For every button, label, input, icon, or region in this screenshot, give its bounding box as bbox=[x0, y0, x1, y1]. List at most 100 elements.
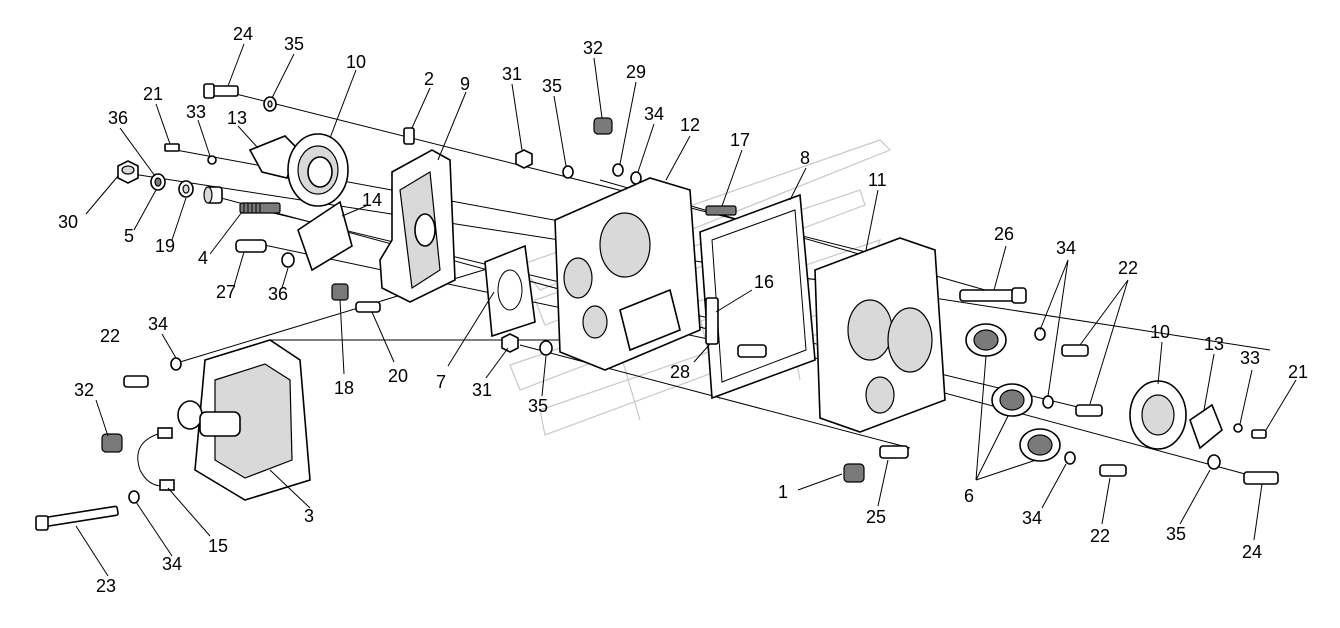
pipe-15 bbox=[137, 427, 175, 491]
label-26: 26 bbox=[994, 224, 1014, 244]
label-30: 30 bbox=[58, 212, 78, 232]
label-33-left: 33 bbox=[186, 102, 206, 122]
label-32-top: 32 bbox=[583, 38, 603, 58]
housing-9 bbox=[379, 149, 456, 303]
label-11: 11 bbox=[868, 170, 887, 190]
gasket-7 bbox=[484, 244, 536, 338]
label-27: 27 bbox=[216, 282, 236, 302]
label-35-mid: 35 bbox=[542, 76, 562, 96]
label-35-top: 35 bbox=[284, 34, 304, 54]
washer-34-left bbox=[170, 357, 182, 371]
housing-11 bbox=[814, 237, 946, 433]
washer-35-bottom bbox=[539, 340, 553, 356]
label-28: 28 bbox=[670, 362, 690, 382]
bolt-26 bbox=[959, 287, 1027, 304]
label-1: 1 bbox=[778, 482, 788, 502]
label-31-top: 31 bbox=[502, 64, 522, 84]
label-34-right-top: 34 bbox=[1056, 238, 1076, 258]
washer-33-right bbox=[1233, 423, 1243, 433]
label-23: 23 bbox=[96, 576, 116, 596]
label-8: 8 bbox=[800, 148, 810, 168]
washer-19 bbox=[178, 180, 194, 198]
label-19: 19 bbox=[155, 236, 175, 256]
label-32-left: 32 bbox=[74, 380, 94, 400]
label-22-right-top: 22 bbox=[1118, 258, 1138, 278]
label-10-left: 10 bbox=[346, 52, 366, 72]
label-25: 25 bbox=[866, 507, 886, 527]
pump-assembly-3 bbox=[177, 339, 311, 501]
bolt-25 bbox=[879, 445, 909, 459]
washer-36-b bbox=[281, 252, 295, 268]
plug-1 bbox=[843, 463, 865, 483]
label-18: 18 bbox=[334, 378, 354, 398]
washer-5 bbox=[150, 173, 166, 191]
label-20: 20 bbox=[388, 366, 408, 386]
pin-27 bbox=[235, 239, 267, 253]
washer-29 bbox=[612, 163, 624, 177]
label-34-bottom-left: 34 bbox=[162, 554, 182, 574]
label-10-right: 10 bbox=[1150, 322, 1170, 342]
label-24-top: 24 bbox=[233, 24, 253, 44]
label-12: 12 bbox=[680, 115, 700, 135]
label-22-left: 22 bbox=[100, 326, 120, 346]
bolts-22-right bbox=[1061, 344, 1127, 477]
housing-12 bbox=[554, 177, 701, 371]
screw-21-right bbox=[1251, 429, 1267, 439]
label-36-a: 36 bbox=[108, 108, 128, 128]
cover-13-right bbox=[1189, 403, 1223, 450]
label-14: 14 bbox=[362, 190, 382, 210]
nut-31-bottom bbox=[501, 333, 519, 353]
breather-2 bbox=[403, 127, 415, 145]
label-35-right: 35 bbox=[1166, 524, 1186, 544]
bolt-24-right bbox=[1243, 471, 1279, 485]
covers-6 bbox=[965, 323, 1061, 462]
label-21-left: 21 bbox=[143, 84, 163, 104]
washers-34-right bbox=[1034, 327, 1076, 465]
leader-lines bbox=[75, 43, 1297, 577]
washer-33 bbox=[207, 155, 217, 165]
bushing bbox=[203, 186, 223, 204]
label-15: 15 bbox=[208, 536, 228, 556]
washer-35-mid bbox=[562, 165, 574, 179]
label-13-left: 13 bbox=[227, 108, 247, 128]
bolt-24-top bbox=[203, 83, 239, 99]
label-21-right: 21 bbox=[1288, 362, 1308, 382]
washer-34-bottom-left bbox=[128, 490, 140, 504]
flange-10-left bbox=[287, 133, 349, 207]
plate-16 bbox=[705, 297, 719, 345]
plug-18 bbox=[331, 283, 349, 301]
bolt-22-left bbox=[123, 375, 149, 388]
washer-35-top bbox=[263, 96, 277, 112]
label-16: 16 bbox=[754, 272, 774, 292]
label-2: 2 bbox=[424, 69, 434, 89]
label-35-bottom: 35 bbox=[528, 396, 548, 416]
label-29: 29 bbox=[626, 62, 646, 82]
label-34-right-bottom: 34 bbox=[1022, 508, 1042, 528]
part-labels: 24 35 10 21 36 33 13 2 9 31 35 32 29 34 … bbox=[58, 24, 1308, 596]
label-4: 4 bbox=[198, 248, 208, 268]
stud-17 bbox=[705, 205, 737, 216]
label-33-right: 33 bbox=[1240, 348, 1260, 368]
label-34-left: 34 bbox=[148, 314, 168, 334]
label-31-bottom: 31 bbox=[472, 380, 492, 400]
label-13-right: 13 bbox=[1204, 334, 1224, 354]
plug-32-left bbox=[101, 433, 123, 453]
plug-32-top bbox=[593, 117, 613, 135]
bolt-28 bbox=[737, 344, 767, 358]
label-7: 7 bbox=[436, 372, 446, 392]
gasket-14 bbox=[297, 200, 353, 272]
label-9: 9 bbox=[460, 74, 470, 94]
flange-10-right bbox=[1129, 380, 1187, 450]
label-34-top: 34 bbox=[644, 104, 664, 124]
label-36-b: 36 bbox=[268, 284, 288, 304]
nut-30 bbox=[117, 160, 139, 184]
label-24-right: 24 bbox=[1242, 542, 1262, 562]
label-3: 3 bbox=[304, 506, 314, 526]
parts bbox=[35, 83, 1279, 531]
washer-35-right bbox=[1207, 454, 1221, 470]
bolt-23 bbox=[35, 505, 119, 531]
stud-4 bbox=[239, 202, 281, 214]
screw-21 bbox=[164, 143, 180, 152]
label-22-right-bottom: 22 bbox=[1090, 526, 1110, 546]
